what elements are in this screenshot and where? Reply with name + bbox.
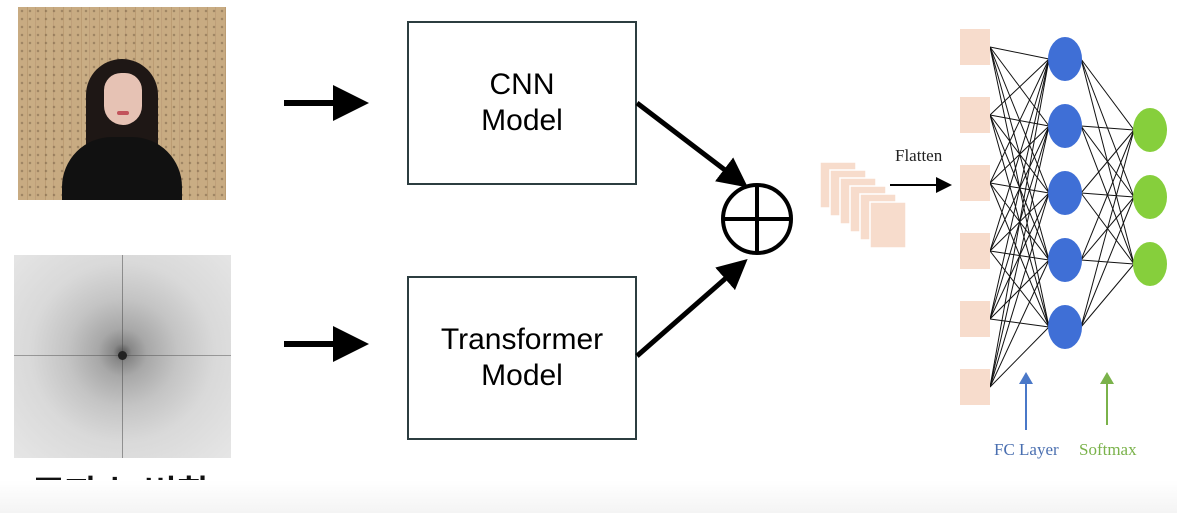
transformer-model-box: Transformer Model [407,276,637,440]
cnn-model-box: CNN Model [407,21,637,185]
network-edge [989,58,1050,252]
network-edge [1080,125,1135,131]
transformer-model-label: Transformer Model [440,323,604,392]
input-node [960,369,990,405]
network-edge [989,58,1050,388]
input-node [960,29,990,65]
hidden-node [1048,238,1082,282]
fc-layer-label: FC Layer [994,440,1059,459]
arrow-transformer-to-fusion [635,259,748,358]
network-edge [989,58,1050,184]
hidden-node [1048,171,1082,215]
network-edges [989,46,1135,388]
network-edge [1080,129,1135,328]
network-edge [989,58,1050,116]
input-node [960,233,990,269]
network-edge [1080,58,1135,131]
hidden-node [1048,37,1082,81]
video-frame-image [18,7,226,200]
cnn-model-label: CNN Model [481,68,563,137]
arrow-cnn-to-fusion [635,101,748,188]
input-node [960,301,990,337]
input-node [960,97,990,133]
network-edge [989,192,1050,388]
network-edge [1080,129,1135,261]
hidden-node [1048,305,1082,349]
bottom-fade [0,480,1177,513]
input-node [960,165,990,201]
feature-map-stack [819,161,907,249]
network-nodes [960,29,1167,405]
fc-layer-arrow-head [1019,372,1033,384]
network-edge [989,259,1050,388]
network-edge [989,326,1050,388]
network-edge [989,125,1050,388]
output-node [1133,242,1167,286]
network-edge [989,58,1050,320]
flatten-label: Flatten [895,146,943,165]
network-edge [1080,129,1135,194]
softmax-label: Softmax [1079,440,1137,459]
network-edge [1080,263,1135,328]
circled-plus-icon [721,183,793,255]
frequency-spectrum-image [14,255,231,458]
hidden-node [1048,104,1082,148]
output-node [1133,175,1167,219]
network-edge [1080,196,1135,328]
softmax-arrow-head [1100,372,1114,384]
network-edge [989,46,1050,60]
output-node [1133,108,1167,152]
